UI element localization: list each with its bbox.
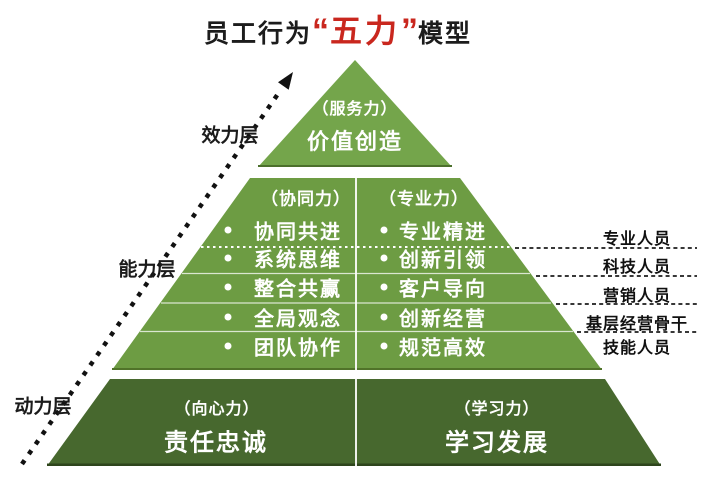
top-force-label: （服务力） — [312, 101, 398, 118]
title-close-quote: ” — [401, 12, 419, 50]
right-label-professional: 专业人员 — [602, 231, 672, 248]
bullet-icon — [380, 283, 388, 291]
bottom-right-title: 学习发展 — [445, 429, 549, 457]
bullet-icon — [224, 226, 232, 233]
middle-left-item: 团队协作 — [254, 337, 342, 360]
middle-left-header: （协同力） — [261, 189, 351, 209]
layer-label-ability: 能力层 — [118, 259, 176, 281]
middle-right-header: （专业力） — [379, 189, 469, 209]
bullet-icon — [224, 283, 232, 291]
layer-label-effect: 效力层 — [201, 125, 259, 147]
bullet-icon — [380, 313, 388, 320]
bottom-left-title: 责任忠诚 — [164, 429, 268, 457]
bullet-icon — [224, 313, 232, 320]
middle-right-item: 创新经营 — [399, 308, 487, 330]
middle-left-item: 协同共进 — [254, 221, 342, 243]
bullet-icon — [380, 226, 388, 233]
right-label-skilled: 技能人员 — [602, 340, 672, 357]
title-prefix: 员工行为 — [203, 20, 312, 48]
right-label-tech: 科技人员 — [602, 259, 672, 276]
bullet-icon — [380, 254, 388, 262]
right-label-marketing: 营销人员 — [602, 287, 672, 305]
middle-right-item: 客户导向 — [399, 278, 487, 301]
middle-right-item: 创新引领 — [399, 249, 487, 272]
middle-left-item: 整合共赢 — [254, 278, 342, 301]
middle-left-item: 全局观念 — [254, 308, 342, 330]
bottom-left-force: （向心力） — [174, 401, 260, 418]
title-open-quote: “ — [311, 12, 329, 50]
pyramid-bottom-trapezoid — [47, 379, 661, 466]
arrow-head-icon — [278, 72, 293, 90]
ascending-dotted-line — [20, 89, 282, 466]
middle-right-item: 规范高效 — [399, 337, 487, 360]
layer-label-drive: 动力层 — [14, 396, 72, 418]
page-title: 员工行为 “ 五力 ” 模型 — [204, 6, 472, 52]
pyramid-top-triangle — [258, 60, 452, 167]
right-label-grassroots: 基层经营骨干 — [585, 315, 689, 333]
middle-left-item: 系统思维 — [254, 249, 342, 272]
title-suffix: 模型 — [418, 20, 473, 48]
top-tier-title: 价值创造 — [306, 129, 404, 154]
middle-right-item: 专业精进 — [399, 221, 487, 243]
bullet-icon — [380, 342, 388, 350]
bullet-icon — [224, 342, 232, 350]
bullet-icon — [224, 254, 232, 262]
title-highlight: 五力 — [329, 13, 401, 49]
bottom-right-force: （学习力） — [454, 401, 540, 418]
